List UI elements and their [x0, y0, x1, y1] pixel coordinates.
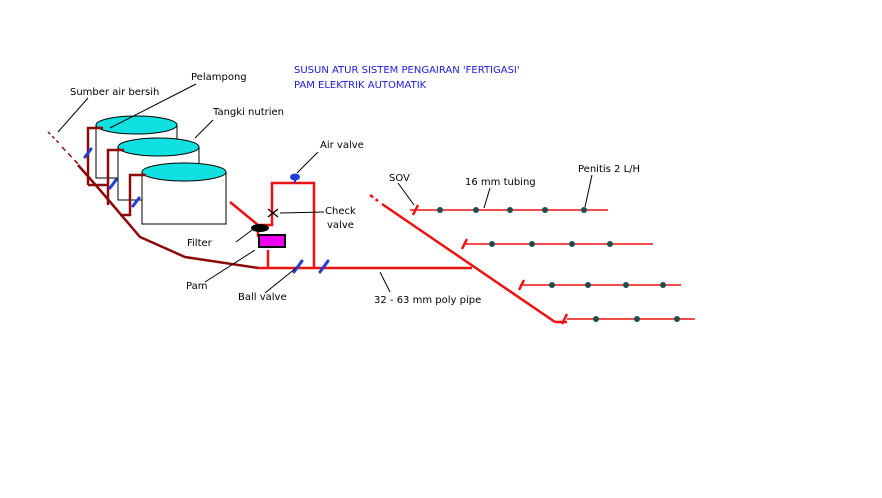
label-air-valve: Air valve	[320, 140, 364, 151]
ball-valve-icon	[292, 259, 304, 274]
valve-icon	[131, 196, 141, 208]
emitter	[607, 241, 613, 247]
emitter	[593, 316, 599, 322]
emitter	[542, 207, 548, 213]
label-sov: SOV	[389, 173, 410, 184]
emitters	[437, 207, 680, 322]
emitter	[507, 207, 513, 213]
title-line-2: PAM ELEKTRIK AUTOMATIK	[294, 80, 427, 91]
label-ball-valve: Ball valve	[238, 292, 287, 303]
emitter	[674, 316, 680, 322]
emitter	[660, 282, 666, 288]
emitter	[437, 207, 443, 213]
main-pipe	[229, 181, 472, 270]
label-poly-pipe: 32 - 63 mm poly pipe	[374, 295, 481, 306]
sov-icon	[560, 313, 569, 325]
leader-lines	[57, 83, 593, 294]
emitter	[489, 241, 495, 247]
valve-icon	[83, 147, 93, 159]
sov-icon	[411, 204, 420, 216]
sov-icon	[517, 279, 526, 291]
sov-valves	[411, 204, 569, 325]
emitter	[473, 207, 479, 213]
emitter	[549, 282, 555, 288]
blue-valves	[83, 147, 330, 274]
water-source-inlet	[47, 131, 81, 167]
label-tubing: 16 mm tubing	[465, 177, 536, 188]
nutrient-tank-3	[141, 162, 227, 225]
emitter	[529, 241, 535, 247]
ball-valve-icon	[318, 259, 330, 274]
pump-icon	[258, 234, 286, 248]
emitter	[569, 241, 575, 247]
emitter	[585, 282, 591, 288]
sov-icon	[460, 238, 469, 250]
label-water-source: Sumber air bersih	[70, 87, 159, 98]
air-valve-icon	[290, 173, 300, 183]
poly-pipe-manifold	[369, 194, 567, 324]
label-check-valve-2: valve	[327, 220, 354, 231]
label-nutrient-tank: Tangki nutrien	[212, 107, 284, 118]
check-valve-icon	[267, 208, 279, 218]
valve-icon	[108, 178, 118, 190]
label-float: Pelampong	[191, 72, 247, 83]
title-line-1: SUSUN ATUR SISTEM PENGAIRAN 'FERTIGASI'	[294, 65, 520, 76]
emitter	[581, 207, 587, 213]
label-filter: Filter	[187, 238, 213, 249]
label-emitter: Penitis 2 L/H	[578, 164, 640, 175]
emitter	[634, 316, 640, 322]
emitter	[623, 282, 629, 288]
filter-icon	[251, 224, 269, 232]
label-check-valve-1: Check	[325, 206, 356, 217]
tank-pipework	[77, 126, 259, 270]
label-pump: Pam	[186, 281, 207, 292]
